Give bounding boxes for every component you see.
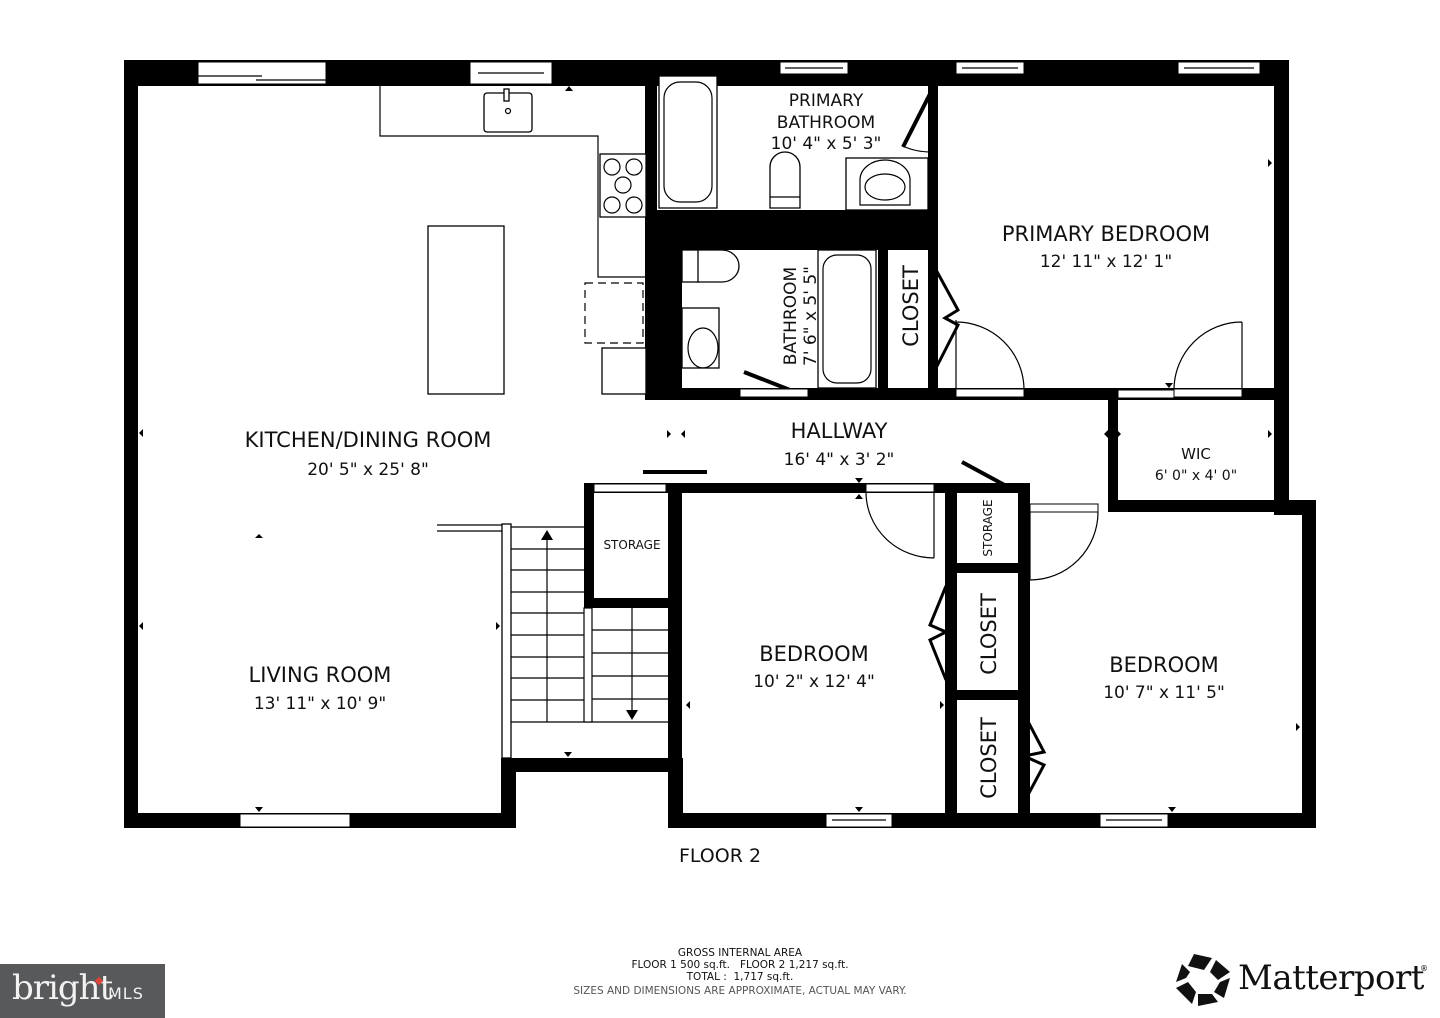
room-name-bathroom: BATHROOM bbox=[781, 267, 801, 365]
room-name-bedroom-b: BEDROOM bbox=[1109, 653, 1219, 677]
room-name-closet-b: CLOSET bbox=[977, 593, 1001, 675]
bath-fixtures bbox=[658, 75, 929, 389]
gross-internal-area: GROSS INTERNAL AREA FLOOR 1 500 sq.ft. F… bbox=[540, 947, 940, 997]
kitchen-fixtures bbox=[379, 86, 647, 395]
room-name-primary-bedroom: PRIMARY BEDROOM bbox=[1002, 222, 1210, 246]
room-dims-bathroom: 7' 6" x 5' 5" bbox=[801, 266, 821, 366]
stairs-up-arrow-icon bbox=[541, 530, 553, 540]
mls-logo-suffix: MLS bbox=[108, 984, 144, 1003]
staircase bbox=[437, 523, 668, 759]
bright-mls-logo: bright MLS bbox=[0, 964, 165, 1018]
gia-total: TOTAL : 1,717 sq.ft. bbox=[686, 971, 794, 983]
room-name-storage-b: STORAGE bbox=[981, 499, 995, 556]
room-name-storage-a: STORAGE bbox=[603, 538, 660, 552]
toilet-icon bbox=[769, 151, 801, 209]
stairs-down-arrow-icon bbox=[626, 710, 638, 720]
bright-logo-word: bright bbox=[12, 968, 113, 1008]
bathtub-icon bbox=[658, 75, 718, 209]
matterport-logo: Matterport ® bbox=[1172, 950, 1432, 1010]
room-dims-living: 13' 11" x 10' 9" bbox=[254, 694, 386, 714]
stovetop-icon bbox=[599, 153, 647, 218]
room-name-closet-c: CLOSET bbox=[977, 717, 1001, 799]
matterport-mark-icon bbox=[1176, 954, 1230, 1006]
room-dims-hallway: 16' 4" x 3' 2" bbox=[784, 450, 895, 470]
sink-icon bbox=[864, 173, 906, 201]
gia-floors: FLOOR 1 500 sq.ft. FLOOR 2 1,217 sq.ft. bbox=[631, 959, 849, 971]
interior-walls bbox=[584, 60, 1288, 828]
room-dims-primary-bedroom: 12' 11" x 12' 1" bbox=[1040, 252, 1172, 272]
room-name-hallway: HALLWAY bbox=[791, 419, 888, 443]
registered-mark: ® bbox=[1420, 964, 1428, 973]
windows bbox=[197, 61, 1261, 828]
room-name-primary-bath-2: BATHROOM bbox=[777, 113, 875, 133]
sink-icon bbox=[687, 327, 719, 369]
room-name-bedroom-a: BEDROOM bbox=[759, 642, 869, 666]
matterport-logo-word: Matterport bbox=[1238, 958, 1424, 998]
room-dims-primary-bath: 10' 4" x 5' 3" bbox=[771, 134, 882, 154]
room-dims-wic: 6' 0" x 4' 0" bbox=[1155, 468, 1237, 484]
room-dims-bedroom-a: 10' 2" x 12' 4" bbox=[753, 672, 875, 692]
floor-plan-diagram: KITCHEN/DINING ROOM 20' 5" x 25' 8" LIVI… bbox=[124, 60, 1316, 828]
room-name-living: LIVING ROOM bbox=[249, 663, 392, 687]
measurement-markers bbox=[139, 86, 1300, 812]
kitchen-island bbox=[427, 225, 505, 395]
toilet-icon bbox=[697, 249, 740, 283]
room-labels: KITCHEN/DINING ROOM 20' 5" x 25' 8" LIVI… bbox=[245, 91, 1238, 799]
room-name-closet-a: CLOSET bbox=[899, 265, 923, 347]
gia-disclaimer: SIZES AND DIMENSIONS ARE APPROXIMATE, AC… bbox=[573, 985, 907, 997]
appliance-outline bbox=[584, 282, 644, 344]
room-name-kitchen: KITCHEN/DINING ROOM bbox=[245, 428, 492, 452]
gia-title: GROSS INTERNAL AREA bbox=[677, 947, 803, 959]
room-dims-kitchen: 20' 5" x 25' 8" bbox=[307, 460, 429, 480]
bathtub-icon bbox=[817, 249, 877, 389]
doors bbox=[739, 89, 1243, 807]
room-name-primary-bath-1: PRIMARY bbox=[789, 91, 864, 111]
floor-label: FLOOR 2 bbox=[678, 845, 762, 867]
room-name-wic: WIC bbox=[1181, 445, 1211, 463]
room-dims-bedroom-b: 10' 7" x 11' 5" bbox=[1103, 683, 1225, 703]
